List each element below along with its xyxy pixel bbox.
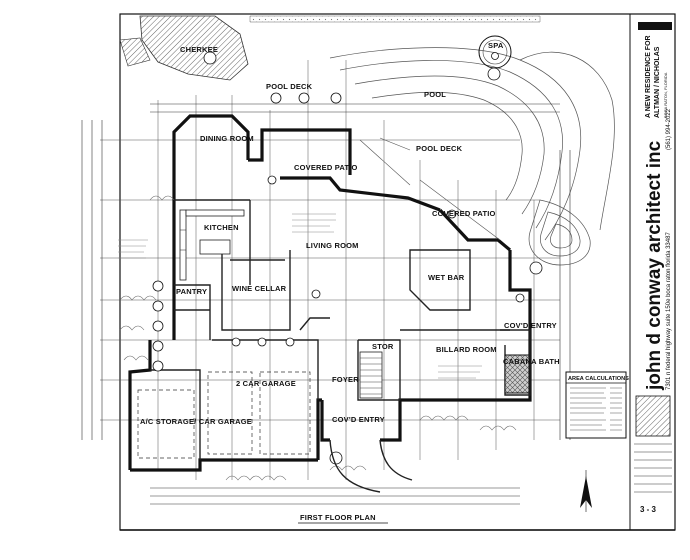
project-line-1: A NEW RESIDENCE FOR bbox=[645, 35, 652, 118]
label-cabana-bath: CABANA BATH bbox=[503, 357, 560, 366]
label-pool: POOL bbox=[424, 90, 446, 99]
foyer-stair bbox=[359, 351, 383, 399]
sheet-border bbox=[119, 13, 676, 531]
firm-name: john d conway architect inc bbox=[644, 140, 665, 391]
firm-phone: (561) 994-2022 bbox=[666, 108, 672, 150]
project-line-2: ALTMAN / NICHOLAS bbox=[654, 46, 661, 118]
label-kitchen: KITCHEN bbox=[204, 223, 239, 232]
sheet-number: 3 - 3 bbox=[640, 505, 657, 514]
label-cherokee: CHERKEE bbox=[180, 45, 218, 54]
label-ac-storage: A/C STORAGE/ CAR GARAGE bbox=[140, 417, 252, 426]
site-hatched-area bbox=[139, 15, 249, 81]
label-spa: SPA bbox=[488, 41, 504, 50]
kitchen-counters bbox=[179, 209, 245, 281]
north-arrow bbox=[580, 470, 592, 512]
label-stor: STOR bbox=[372, 342, 394, 351]
label-pantry: PANTRY bbox=[176, 287, 207, 296]
project-address: BOCA RATON, FLORIDA bbox=[663, 72, 668, 118]
entry-walk bbox=[329, 439, 381, 493]
label-covered-patio-2: COVERED PATIO bbox=[432, 209, 496, 218]
pool-contours bbox=[329, 47, 615, 266]
label-foyer: FOYER bbox=[332, 375, 359, 384]
label-billiard-room: BILLARD ROOM bbox=[436, 345, 497, 354]
title-block: john d conway architect inc 7301 n feder… bbox=[629, 14, 672, 530]
dimension-lines bbox=[81, 103, 571, 505]
seal-stamp bbox=[635, 395, 671, 437]
label-pool-deck-right: POOL DECK bbox=[416, 144, 463, 153]
drawing-notes bbox=[118, 137, 501, 379]
cabana-bath-tile bbox=[504, 354, 530, 394]
label-wet-bar: WET BAR bbox=[428, 273, 465, 282]
room-labels: CHERKEE SPA POOL DECK POOL POOL DECK DIN… bbox=[140, 41, 560, 426]
area-calculations-table: AREA CALCULATIONS bbox=[565, 371, 629, 439]
equipment-circles bbox=[152, 280, 164, 372]
label-living-room: LIVING ROOM bbox=[306, 241, 359, 250]
label-covd-entry-right: COV'D ENTRY bbox=[504, 321, 557, 330]
label-covered-patio-1: COVERED PATIO bbox=[294, 163, 358, 172]
label-covd-entry-front: COV'D ENTRY bbox=[332, 415, 385, 424]
area-calculations-title: AREA CALCULATIONS bbox=[568, 376, 629, 382]
garage-details bbox=[137, 371, 319, 459]
drawing-title: FIRST FLOOR PLAN bbox=[300, 513, 376, 522]
reference-grid bbox=[100, 60, 560, 480]
label-dining-room: DINING ROOM bbox=[200, 134, 254, 143]
label-garage: 2 CAR GARAGE bbox=[236, 379, 296, 388]
label-wine-cellar: WINE CELLAR bbox=[232, 284, 287, 293]
firm-address: 7301 n federal highway suite 150e boca r… bbox=[666, 232, 672, 390]
label-pool-deck-top: POOL DECK bbox=[266, 82, 313, 91]
